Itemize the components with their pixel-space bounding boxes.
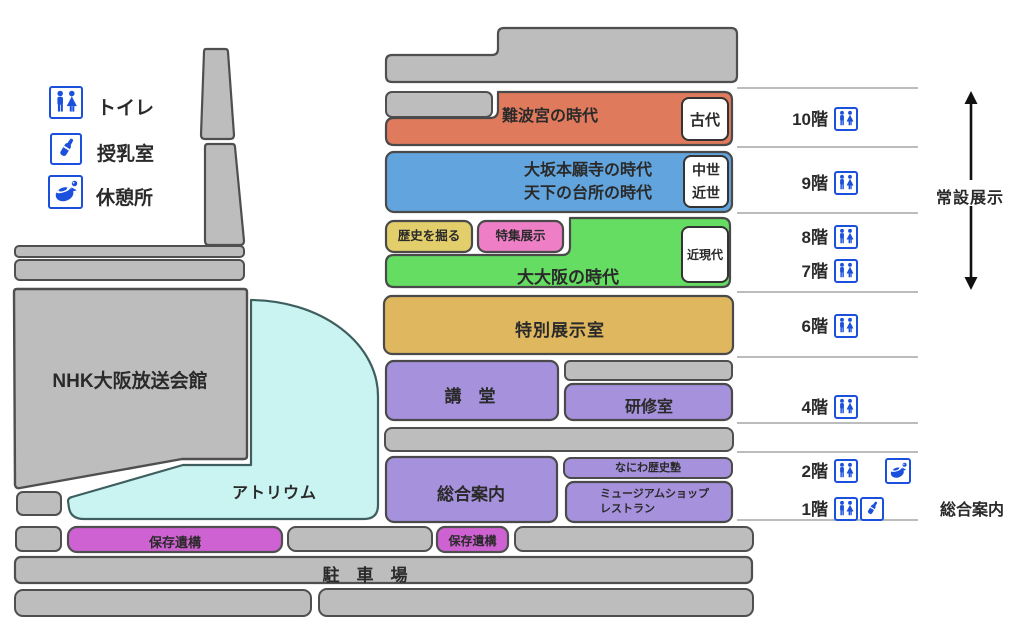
era-modern: 近現代 <box>686 248 723 262</box>
restaurant-line: レストラン <box>600 503 655 515</box>
floor-label-1: 1階 <box>801 500 828 519</box>
toilet-icon <box>834 497 858 521</box>
toilet-icon <box>49 86 83 119</box>
information-block <box>384 455 559 524</box>
floor9-title-line1: 大坂本願寺の時代 <box>523 162 652 179</box>
era-medieval: 中世 <box>692 161 720 178</box>
permanent-exhibition-label: 常設展示 <box>935 190 1004 207</box>
floor7-block <box>384 216 732 289</box>
atrium-label: アトリウム <box>231 485 317 502</box>
floor7-title: 大大阪の時代 <box>517 268 619 287</box>
preserved-remains-right-shape <box>435 525 510 554</box>
floor9-title: 大坂本願寺の時代 天下の台所の時代 <box>500 159 676 205</box>
floor9-block <box>384 150 734 214</box>
atrium-shape <box>66 298 380 521</box>
toilet-icon <box>834 107 858 131</box>
general-information-label: 総合案内 <box>939 502 1004 519</box>
legend-nursing-label: 授乳室 <box>97 144 155 165</box>
floor-label-2: 2階 <box>801 462 828 481</box>
floor-label-9: 9階 <box>801 174 828 193</box>
auditorium-label: 講 堂 <box>444 387 496 406</box>
parking-shape <box>13 555 754 585</box>
shop-line: ミュージアムショップ <box>600 488 710 500</box>
floor-label-6: 6階 <box>801 317 828 336</box>
floor-divider-lines <box>737 87 918 521</box>
tower-lower <box>203 142 246 247</box>
nursing-icon <box>50 133 82 165</box>
bottom-bar-right <box>318 588 754 617</box>
mid-gray-bar <box>287 526 433 552</box>
floor-label-7: 7階 <box>801 262 828 281</box>
toilet-icon <box>834 459 858 483</box>
floor10-block <box>384 90 734 147</box>
floor-label-8: 8階 <box>801 228 828 247</box>
toilet-icon <box>834 395 858 419</box>
auditorium-block <box>384 359 560 422</box>
preserved-remains-left-label: 保存遺構 <box>148 535 201 550</box>
training-room-block <box>563 382 734 422</box>
floor6-title: 特別展示室 <box>515 321 605 340</box>
naniwa-juku-label: なにわ歴史塾 <box>615 462 681 474</box>
floor-label-10: 10階 <box>792 110 828 129</box>
nursing-icon <box>860 497 884 521</box>
roof-block <box>384 26 739 84</box>
floor9-title-line2: 天下の台所の時代 <box>523 185 652 202</box>
floor10-era-badge: 古代 <box>681 97 729 141</box>
permanent-exhibition-arrow <box>964 91 978 290</box>
stub-block-a <box>16 491 62 516</box>
preserved-remains-left-shape <box>66 525 284 554</box>
legend-toilet-label: トイレ <box>97 98 155 119</box>
floor6-block <box>382 294 735 356</box>
training-room-label: 研修室 <box>624 399 673 416</box>
toilet-icon <box>834 171 858 195</box>
floor10-title: 難波宮の時代 <box>501 108 598 125</box>
floor7-era-badge: 近現代 <box>681 226 729 283</box>
right-gray-bar <box>514 526 754 552</box>
nhk-building-label: NHK大阪放送会館 <box>52 371 208 392</box>
floor8-dig-label: 歴史を掘る <box>397 229 461 243</box>
shop-restaurant-block <box>564 480 734 524</box>
parking-label: 駐 車 場 <box>322 566 408 585</box>
floor8-feature-block <box>476 219 565 254</box>
rest-icon <box>48 175 83 209</box>
floor4-gray-bar <box>564 360 733 381</box>
preserved-remains-right-label: 保存遺構 <box>448 534 497 548</box>
legend-rest-label: 休憩所 <box>96 188 154 209</box>
shop-restaurant-label: ミュージアムショップ レストラン <box>600 487 709 517</box>
stub-block-b <box>15 526 62 552</box>
left-bar-thick <box>14 259 245 281</box>
naniwa-juku-block <box>563 457 733 479</box>
floor9-era-badge: 中世 近世 <box>683 155 729 208</box>
era-early-modern: 近世 <box>692 184 720 201</box>
rest-icon <box>885 458 911 484</box>
floor8-dig-block <box>384 219 474 254</box>
toilet-icon <box>834 314 858 338</box>
nhk-building-shape <box>12 287 249 490</box>
tower-upper <box>199 47 236 141</box>
toilet-icon <box>834 225 858 249</box>
bottom-bar-left <box>14 589 312 617</box>
information-label: 総合案内 <box>437 485 505 504</box>
floor-label-4: 4階 <box>801 398 828 417</box>
floor8-feature-label: 特集展示 <box>495 229 546 243</box>
toilet-icon <box>834 259 858 283</box>
left-bar-thin <box>14 245 245 258</box>
era-ancient: 古代 <box>689 111 720 129</box>
floor3-gray-bar <box>384 427 734 452</box>
